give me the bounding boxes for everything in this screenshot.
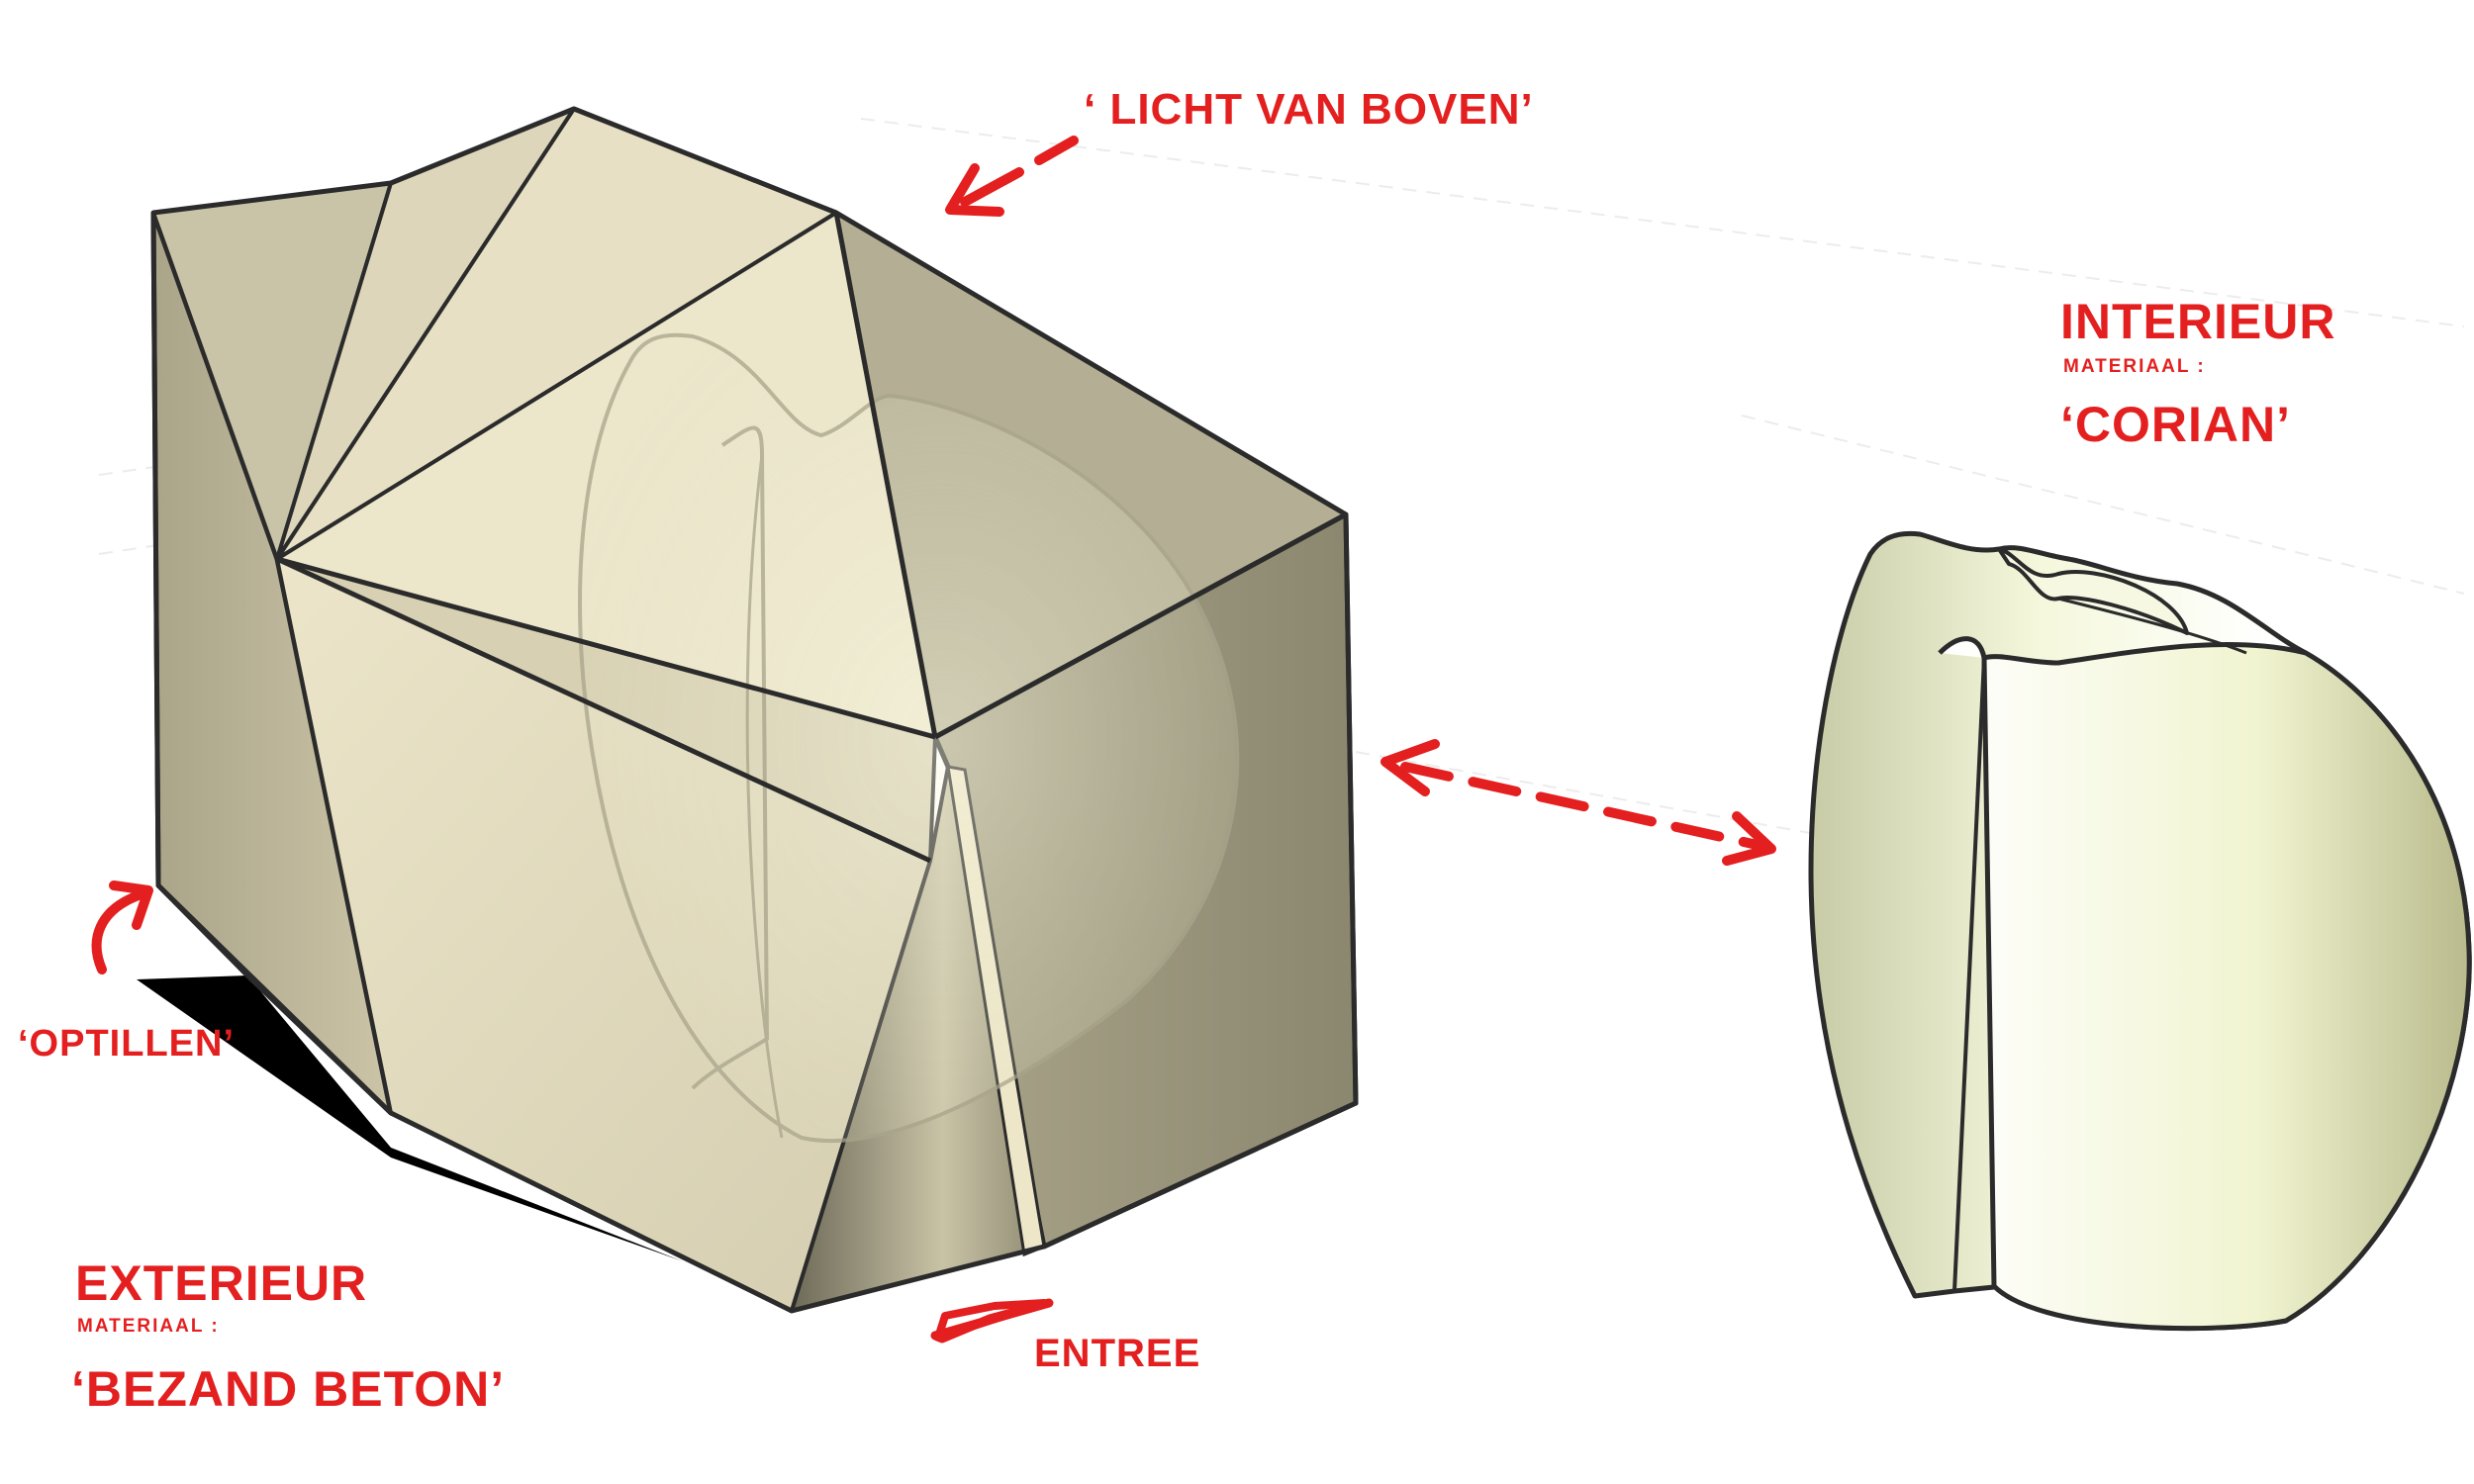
label-entree: ENTREE <box>1034 1332 1201 1375</box>
label-interieur-material-label: MATERIAAL : <box>2063 356 2206 377</box>
double-arrow-icon <box>1380 739 1776 866</box>
arrow-down-left-icon <box>945 136 1079 217</box>
label-licht-van-boven: ‘ LICHT VAN BOVEN’ <box>1084 85 1534 134</box>
label-interieur-material-value: ‘CORIAN’ <box>2060 397 2291 452</box>
curved-up-arrow-icon <box>91 881 153 974</box>
corian-shell-inner-curve <box>2057 597 2247 655</box>
label-interieur-title: INTERIEUR <box>2060 294 2336 349</box>
corian-shell-seam <box>1952 657 1986 1292</box>
building-edges <box>150 106 1359 1314</box>
ghost-interior-shell <box>578 332 1240 1144</box>
entrance-triangle-outline <box>934 1299 1048 1342</box>
interior-corian-shell <box>1808 530 2472 1332</box>
label-exterieur-title: EXTERIEUR <box>75 1255 368 1311</box>
label-optillen: ‘OPTILLEN’ <box>18 1023 235 1065</box>
label-exterieur-material-label: MATERIAAL : <box>77 1316 220 1337</box>
annotation-arrows <box>91 136 1776 1344</box>
ground-shadow <box>137 975 683 1261</box>
corian-shell-inner-face <box>1938 636 2472 1332</box>
label-exterieur-material-value: ‘BEZAND BETON’ <box>71 1361 506 1417</box>
exterior-building <box>137 106 1359 1314</box>
